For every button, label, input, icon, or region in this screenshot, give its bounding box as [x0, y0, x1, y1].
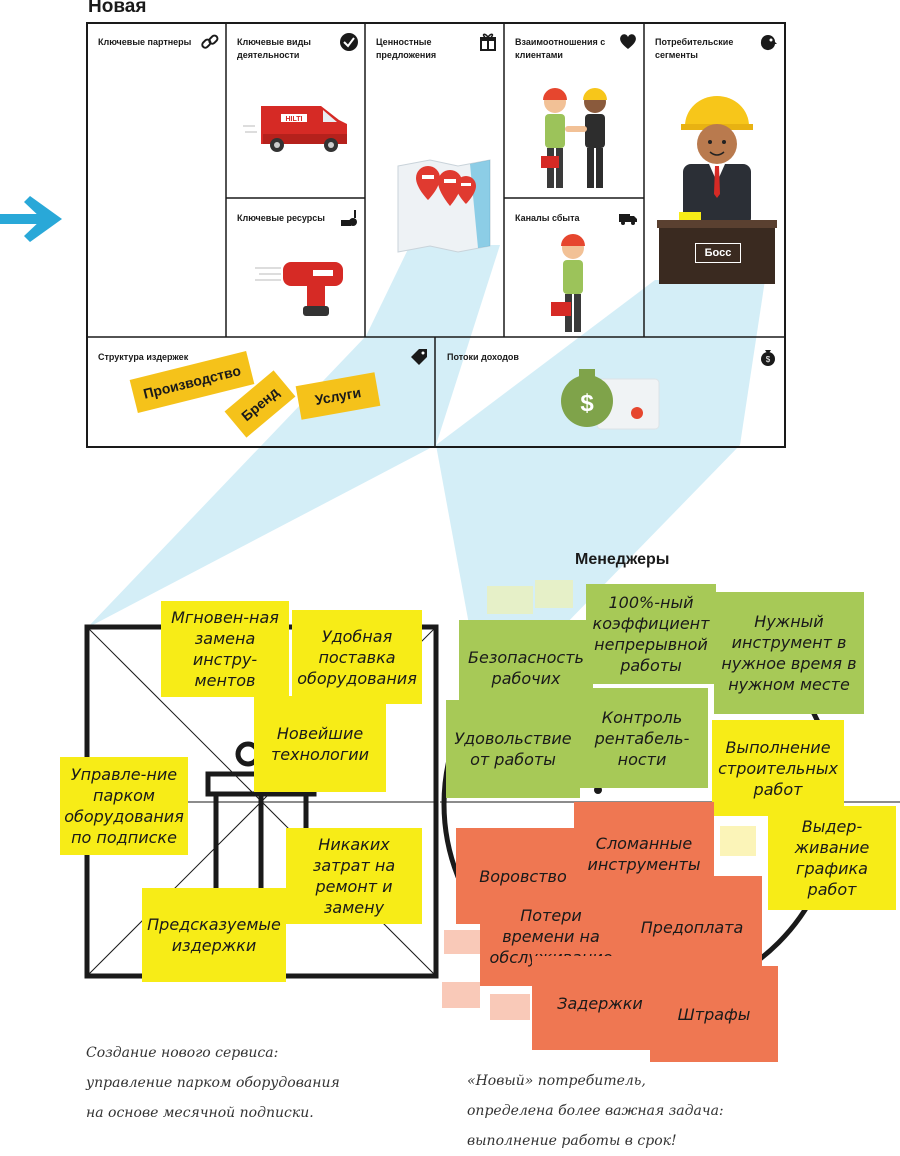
boss-sign: Босс	[695, 243, 741, 263]
cell-label: Каналы сбыта	[515, 213, 580, 223]
caption-line: на основе месячной подписки.	[86, 1105, 314, 1121]
gain-note: 100%-ный коэффициент непрерывной работы	[586, 584, 716, 684]
caption-line: выполнение работы в срок!	[467, 1133, 677, 1149]
check-circle-icon	[340, 33, 358, 51]
link-icon	[201, 34, 219, 49]
pain-note: Задержки	[532, 956, 668, 1050]
truck-icon	[619, 214, 637, 225]
beam-left	[87, 245, 500, 628]
ghost-note	[720, 826, 756, 856]
job-note: Выполнение строительных работ	[712, 720, 844, 816]
cell-key-resources: Ключевые ресурсы	[227, 200, 367, 339]
value-note: Мгновен-ная замена инстру-ментов	[161, 601, 289, 697]
value-note: Предсказуемые издержки	[142, 888, 286, 982]
map-pins-illustration	[397, 159, 491, 253]
caption-line: Создание нового сервиса:	[86, 1045, 279, 1061]
resources-icon	[341, 210, 357, 226]
job-note: Выдер-живание графика работ	[768, 806, 896, 910]
cell-value-propositions: Ценностные предложения	[366, 24, 506, 339]
value-note: Удобная поставка оборудования	[292, 610, 422, 704]
segment-title: Менеджеры	[575, 551, 670, 568]
ghost-note	[444, 930, 482, 954]
cell-label: Ключевые ресурсы	[237, 213, 325, 223]
svg-text:$: $	[766, 355, 771, 364]
price-tag-icon	[411, 349, 427, 365]
cell-key-activities: Ключевые виды деятельности HILTI	[227, 24, 367, 200]
beam-right	[436, 280, 765, 630]
cell-revenue-streams: Потоки доходов $ $	[437, 339, 786, 448]
ghost-note	[487, 586, 533, 614]
caption-left: Создание нового сервиса: управление парк…	[86, 1038, 340, 1128]
ghost-note	[490, 994, 530, 1020]
cell-channels: Каналы сбыта	[505, 200, 646, 339]
ghost-note	[535, 580, 573, 608]
cell-customer-relationships: Взаимоотношения с клиентами	[505, 24, 646, 200]
handshake-illustration	[541, 88, 607, 188]
cell-label: Ключевые виды деятельности	[237, 37, 311, 60]
money-bag-icon: $	[761, 350, 775, 366]
cell-customer-segments: Потребительские сегменты Босс	[645, 24, 786, 339]
ghost-note	[442, 982, 480, 1008]
arrow-right-icon	[0, 196, 62, 242]
van-illustration: HILTI	[243, 106, 347, 152]
cell-label: Потребительские сегменты	[655, 37, 734, 60]
cell-cost-structure: Структура издержек Производство Бренд Ус…	[88, 339, 437, 448]
value-note: Управле-ние парком оборудования по подпи…	[60, 757, 188, 855]
van-logo: HILTI	[286, 116, 303, 123]
cell-label: Взаимоотношения с клиентами	[515, 37, 606, 60]
caption-line: определена более важная задача:	[467, 1103, 724, 1119]
heart-icon	[620, 34, 636, 49]
worker-illustration	[551, 234, 585, 332]
cell-label: Потоки доходов	[447, 352, 519, 362]
caption-line: «Новый» потребитель,	[467, 1073, 646, 1089]
gain-note: Нужный инструмент в нужное время в нужно…	[714, 592, 864, 714]
cell-label: Ключевые партнеры	[98, 37, 192, 47]
cell-key-partners: Ключевые партнеры	[88, 24, 228, 200]
caption-line: управление парком оборудования	[86, 1075, 340, 1091]
gift-icon	[480, 33, 496, 51]
canvas-title: Новая	[88, 0, 147, 17]
cell-label: Структура издержек	[98, 352, 189, 362]
gain-note: Удовольствие от работы	[446, 700, 580, 798]
canvas-grid	[86, 22, 786, 448]
gain-note: Контроль рентабель-ности	[576, 688, 708, 788]
boss-illustration	[657, 96, 777, 284]
svg-text:$: $	[580, 390, 594, 417]
person-head-icon	[760, 35, 777, 51]
caption-right: «Новый» потребитель, определена более ва…	[467, 1066, 724, 1156]
pain-note: Штрафы	[650, 966, 778, 1062]
cost-tag: Услуги	[295, 372, 381, 420]
value-note: Никаких затрат на ремонт и замену	[286, 828, 422, 924]
drill-illustration	[255, 262, 343, 316]
money-and-certificate-illustration: $	[561, 369, 660, 430]
value-note: Новейшие технологии	[254, 696, 386, 792]
cell-label: Ценностные предложения	[376, 37, 437, 60]
business-model-canvas: Ключевые партнеры Ключевые виды деятельн…	[86, 22, 786, 448]
